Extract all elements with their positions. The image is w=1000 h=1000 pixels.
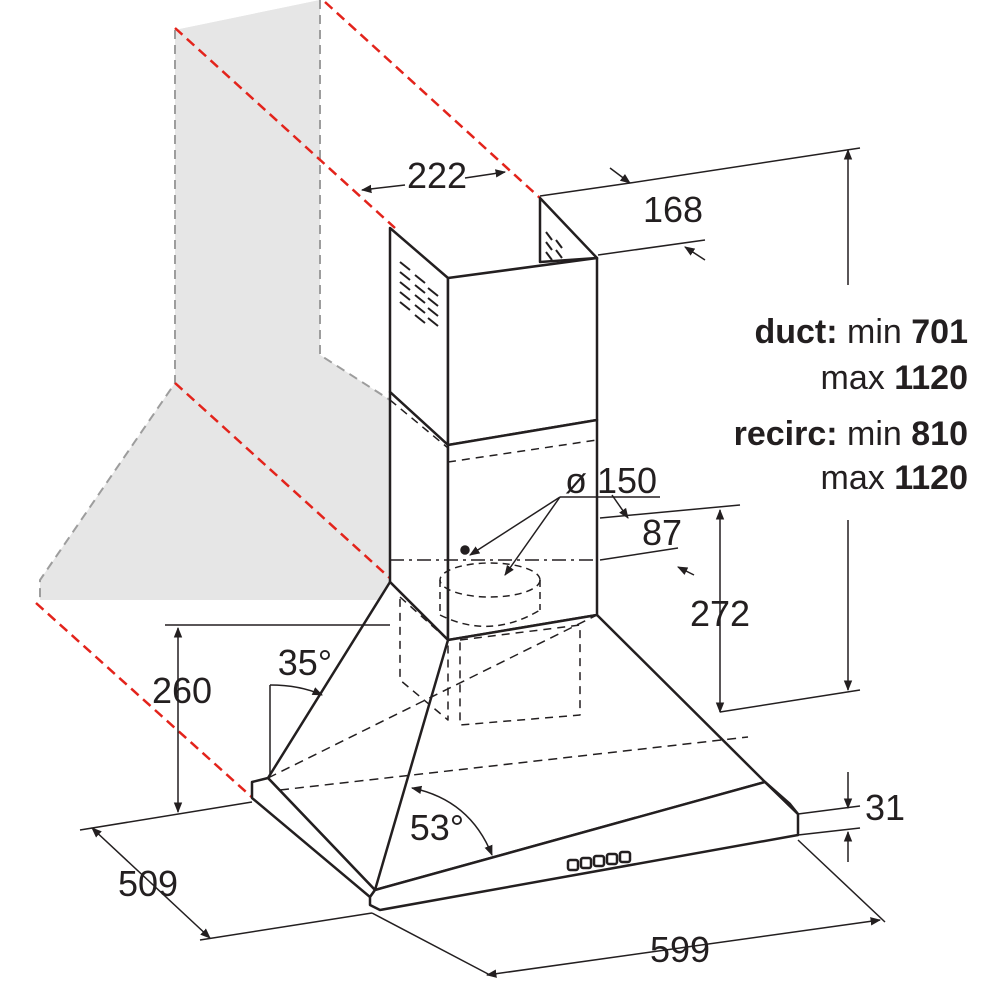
hidden-motor-box xyxy=(399,596,581,726)
chimney-depth-label: 168 xyxy=(643,189,703,230)
dimension-lines xyxy=(79,147,886,978)
hood-canopy xyxy=(266,562,767,892)
recirc-min-label: min xyxy=(847,415,902,453)
upper-chimney xyxy=(388,196,599,447)
hidden-outlet-collar xyxy=(439,562,541,628)
vent-slots-right xyxy=(545,231,563,261)
depth-label: 509 xyxy=(118,863,178,904)
mounting-guide-lines xyxy=(35,1,541,801)
dimension-labels: 222 168 ø 150 87 272 260 35° 53° 31 509 … xyxy=(118,155,905,970)
outlet-offset-label: 87 xyxy=(642,512,682,553)
recirc-max-label: max xyxy=(821,459,885,497)
control-buttons xyxy=(566,850,632,872)
vent-slots-left xyxy=(399,261,439,327)
duct-max-label: max xyxy=(821,359,885,397)
height-specifications: duct: min 701 max 1120 recirc: min 810 m… xyxy=(734,313,968,497)
duct-min-line: duct: min 701 xyxy=(754,313,968,351)
recirc-min-line: recirc: min 810 xyxy=(734,415,968,453)
hood-rim xyxy=(250,776,800,912)
rim-height-label: 31 xyxy=(865,787,905,828)
canopy-angle-label: 35° xyxy=(278,642,332,683)
hood-height-label: 260 xyxy=(152,670,212,711)
chimney-width-label: 222 xyxy=(407,155,467,196)
width-label: 599 xyxy=(650,929,710,970)
recirc-label: recirc: xyxy=(734,415,838,453)
duct-label: duct: xyxy=(754,313,837,351)
front-angle-label: 53° xyxy=(410,807,464,848)
duct-max-value: 1120 xyxy=(894,359,968,397)
recirc-min-value: 810 xyxy=(911,415,968,453)
outlet-height-label: 272 xyxy=(690,593,750,634)
recirc-max-line: max 1120 xyxy=(821,459,968,497)
duct-min-label: min xyxy=(847,313,902,351)
wall-outline xyxy=(39,0,391,600)
outlet-diameter-label: ø 150 xyxy=(565,460,657,501)
duct-max-line: max 1120 xyxy=(821,359,968,397)
recirc-max-value: 1120 xyxy=(894,459,968,497)
duct-min-value: 701 xyxy=(911,313,968,351)
